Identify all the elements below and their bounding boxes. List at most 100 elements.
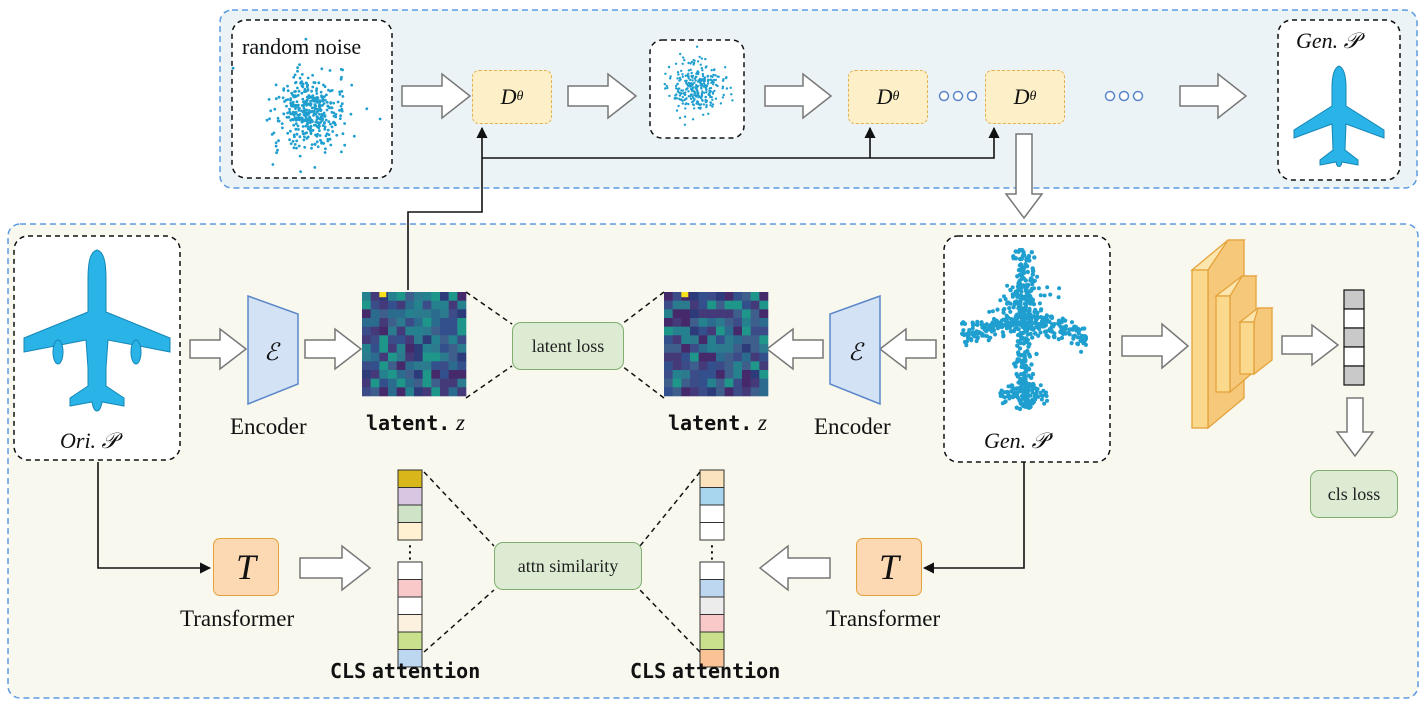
point bbox=[704, 98, 707, 102]
latent-cell bbox=[750, 309, 760, 319]
point bbox=[707, 92, 711, 96]
point bbox=[988, 323, 993, 328]
point bbox=[669, 77, 672, 80]
point bbox=[275, 151, 278, 155]
point bbox=[329, 122, 332, 126]
point bbox=[1028, 331, 1033, 336]
latent-cell bbox=[716, 361, 725, 371]
point bbox=[699, 81, 702, 85]
latent-cell bbox=[440, 361, 449, 371]
latent-cell bbox=[750, 335, 760, 345]
attention-token bbox=[699, 487, 725, 506]
latent-cell bbox=[440, 326, 449, 336]
point bbox=[681, 89, 685, 92]
latent-cell bbox=[724, 300, 734, 310]
point bbox=[1018, 262, 1024, 267]
point bbox=[311, 128, 315, 132]
point bbox=[1082, 339, 1087, 344]
latent-cell bbox=[379, 352, 389, 362]
point bbox=[1028, 301, 1033, 306]
latent-cell bbox=[388, 370, 397, 379]
point bbox=[292, 123, 296, 127]
point bbox=[709, 78, 712, 81]
point bbox=[725, 87, 729, 90]
point bbox=[1060, 331, 1065, 336]
point bbox=[697, 91, 700, 95]
point bbox=[313, 103, 317, 106]
point bbox=[1016, 249, 1021, 254]
point bbox=[297, 103, 300, 107]
point bbox=[1024, 339, 1029, 345]
point bbox=[1048, 314, 1053, 319]
point bbox=[1038, 315, 1044, 320]
latent-cell bbox=[733, 352, 743, 362]
denoiser-3-label: D bbox=[1013, 84, 1030, 109]
latent-cell bbox=[698, 309, 708, 319]
point bbox=[306, 127, 310, 131]
point bbox=[1014, 360, 1019, 365]
point bbox=[701, 78, 704, 81]
point bbox=[296, 69, 299, 73]
original-shape-label: Ori. 𝒫 bbox=[60, 428, 118, 453]
latent-cell bbox=[431, 292, 441, 301]
point bbox=[1059, 320, 1064, 325]
point bbox=[304, 37, 308, 41]
point bbox=[1018, 389, 1023, 394]
point bbox=[307, 94, 311, 97]
point bbox=[707, 82, 710, 85]
latent-cell bbox=[742, 326, 751, 336]
point bbox=[1015, 343, 1020, 348]
latent-cell bbox=[388, 318, 397, 327]
point bbox=[1042, 401, 1047, 406]
latent-cell bbox=[724, 370, 734, 379]
point bbox=[694, 95, 698, 98]
point bbox=[1056, 295, 1061, 300]
latent-right-var: z bbox=[758, 410, 767, 435]
point bbox=[700, 67, 703, 70]
point bbox=[1030, 282, 1035, 287]
point bbox=[679, 78, 682, 81]
point bbox=[309, 99, 312, 103]
point bbox=[698, 77, 702, 81]
point bbox=[332, 111, 336, 115]
point bbox=[289, 104, 293, 107]
point bbox=[1013, 256, 1019, 261]
latent-cell bbox=[370, 344, 380, 353]
point bbox=[274, 83, 278, 87]
latent-cell bbox=[370, 318, 380, 327]
point bbox=[294, 122, 298, 126]
point bbox=[1015, 294, 1020, 299]
point bbox=[1019, 286, 1024, 291]
point bbox=[293, 73, 297, 77]
point bbox=[709, 101, 713, 105]
latent-cell bbox=[681, 361, 691, 371]
latent-cell bbox=[664, 387, 673, 397]
latent-cell bbox=[457, 361, 467, 371]
cls-left-code: CLS bbox=[330, 659, 367, 683]
point bbox=[684, 79, 687, 83]
point bbox=[298, 135, 302, 139]
latent-cell bbox=[690, 292, 699, 301]
latent-cell bbox=[690, 352, 699, 362]
point bbox=[697, 95, 701, 98]
point bbox=[1011, 305, 1016, 310]
encoder-right-symbol: ℰ bbox=[848, 340, 863, 366]
latent-cell bbox=[664, 318, 673, 327]
latent-cell bbox=[681, 370, 691, 379]
attention-token bbox=[397, 487, 423, 506]
latent-cell bbox=[690, 344, 699, 353]
point bbox=[1031, 297, 1036, 302]
point bbox=[702, 113, 705, 117]
point bbox=[681, 95, 684, 99]
point bbox=[677, 90, 680, 93]
latent-cell bbox=[698, 370, 708, 379]
point bbox=[1038, 293, 1043, 298]
point bbox=[297, 114, 300, 117]
point bbox=[714, 74, 717, 77]
point bbox=[692, 61, 696, 65]
latent-cell bbox=[724, 344, 734, 353]
latent-cell bbox=[707, 387, 717, 397]
point bbox=[712, 68, 716, 72]
latent-cell bbox=[379, 300, 389, 310]
latent-cell bbox=[716, 370, 725, 379]
